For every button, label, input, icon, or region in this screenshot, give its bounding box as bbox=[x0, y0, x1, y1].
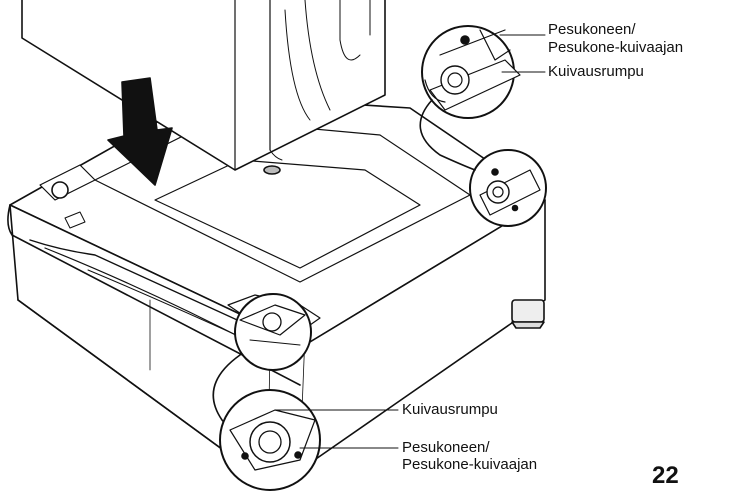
label-bottom-washer-2: Pesukone-kuivaajan bbox=[402, 456, 538, 473]
label-top-washer-1: Pesukoneen/ bbox=[548, 21, 636, 38]
front-bracket-callouts bbox=[212, 293, 399, 491]
washer-body bbox=[21, 0, 386, 175]
page-number: 22 bbox=[652, 462, 679, 489]
label-top-dryer: Kuivausrumpu bbox=[548, 63, 644, 80]
down-arrow-icon bbox=[107, 77, 173, 186]
leveling-foot bbox=[511, 299, 545, 323]
label-top-washer-2: Pesukone-kuivaajan bbox=[548, 39, 684, 56]
label-bottom-washer-1: Pesukoneen/ bbox=[402, 439, 490, 456]
label-bottom-dryer: Kuivausrumpu bbox=[402, 401, 498, 418]
rear-bracket-callouts bbox=[419, 25, 547, 227]
